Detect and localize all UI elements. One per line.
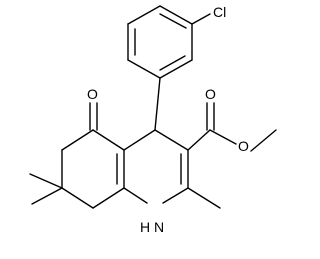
ester-bond <box>187 129 211 151</box>
bond <box>61 129 94 151</box>
methoxy-bond <box>250 129 277 152</box>
bond <box>61 187 94 209</box>
chlorine-label: Cl <box>213 4 226 20</box>
bond <box>92 129 125 151</box>
bond <box>159 5 193 25</box>
aromatic-inner-bond <box>159 13 187 29</box>
ester-ether-bond <box>209 129 237 145</box>
methyl-bond <box>187 187 221 209</box>
bond <box>127 5 161 25</box>
bond <box>154 129 189 151</box>
ketone-oxygen-label: O <box>87 86 98 102</box>
methyl-bond <box>31 187 63 205</box>
amine-nitrogen-label: N <box>154 219 164 235</box>
bond <box>127 59 161 79</box>
bond <box>92 187 125 209</box>
bond <box>123 129 156 151</box>
chlorophenyl-ring <box>127 5 193 79</box>
dihydropyridine-ring <box>116 129 189 204</box>
carbon-chlorine-bond <box>191 13 211 25</box>
chemical-structure: Cl O O O H N <box>29 4 277 235</box>
aryl-c4-bond <box>154 77 161 131</box>
methyl-bond <box>29 173 63 189</box>
aromatic-inner-bond <box>159 55 186 71</box>
bond <box>123 187 148 204</box>
cyclohexanone-ring <box>61 129 125 209</box>
bond <box>162 187 189 204</box>
amine-hydrogen-label: H <box>140 219 150 235</box>
bond <box>159 59 193 79</box>
ester-ether-oxygen-label: O <box>238 138 249 154</box>
amine-label: H N <box>140 219 164 235</box>
ester-carbonyl-oxygen-label: O <box>205 86 216 102</box>
